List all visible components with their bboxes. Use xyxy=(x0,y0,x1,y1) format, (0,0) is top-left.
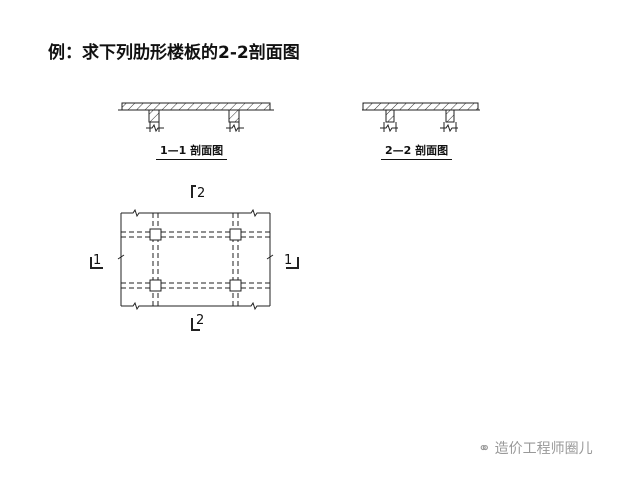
watermark-text: 造价工程师圈儿 xyxy=(494,441,593,457)
floor-plan xyxy=(90,185,299,331)
cut-label-top: 2 xyxy=(197,186,205,201)
column xyxy=(229,279,242,292)
section-2-2-drawing xyxy=(362,102,480,133)
column xyxy=(149,228,162,241)
section-1-1-caption: 1—1 剖面图 xyxy=(156,142,228,160)
column xyxy=(149,279,162,292)
column xyxy=(229,228,242,241)
watermark: ⚭ 造价工程师圈儿 xyxy=(478,438,593,458)
section-1-1-drawing xyxy=(118,102,274,133)
section-2-2-caption: 2—2 剖面图 xyxy=(381,142,453,160)
cut-label-right: 1 xyxy=(284,253,292,268)
wechat-icon: ⚭ xyxy=(478,439,491,457)
page-title: 例：求下列肋形楼板的2-2剖面图 xyxy=(48,43,300,63)
cut-label-bottom: 2 xyxy=(196,313,204,328)
cut-label-left: 1 xyxy=(93,253,101,268)
